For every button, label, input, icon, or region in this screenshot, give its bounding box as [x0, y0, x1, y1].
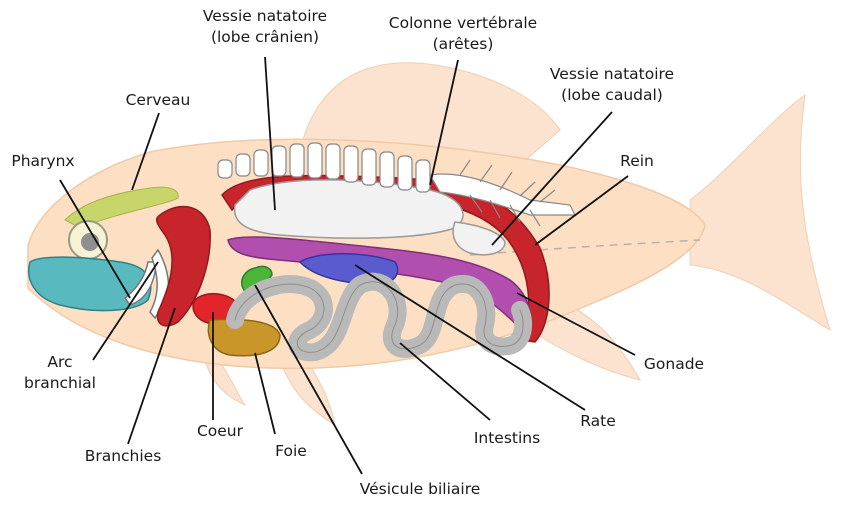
label-pharynx: Pharynx — [11, 152, 75, 170]
dorsal-fin — [299, 62, 561, 166]
label-gonade: Gonade — [643, 355, 705, 373]
liver — [207, 318, 281, 357]
label-intestins: Intestins — [473, 429, 541, 447]
label-coeur: Coeur — [196, 422, 244, 440]
label-vessie-natatoire-cranien: Vessie natatoire (lobe crânien) — [202, 7, 328, 46]
label-colonne-vertebrale: Colonne vertébrale (arêtes) — [388, 14, 538, 53]
vertebral-column — [217, 142, 576, 227]
leader-lines — [59, 56, 636, 475]
pectoral-fin — [204, 354, 247, 407]
label-vessie-natatoire-caudal: Vessie natatoire (lobe caudal) — [549, 65, 675, 104]
label-branchies: Branchies — [84, 447, 162, 465]
anal-fin — [529, 299, 642, 381]
label-arc-branchial: Arc branchial — [24, 353, 96, 392]
intestines-outline — [234, 281, 524, 353]
lateral-line — [469, 239, 701, 256]
label-foie: Foie — [275, 442, 307, 460]
swim-bladder-caudal — [452, 221, 506, 256]
label-rate: Rate — [580, 412, 616, 430]
label-vesicule-biliaire: Vésicule biliaire — [359, 480, 481, 498]
caudal-fin — [689, 93, 831, 332]
brain — [64, 186, 179, 229]
pharynx — [28, 256, 152, 312]
label-rein: Rein — [620, 152, 654, 170]
label-cerveau: Cerveau — [125, 91, 191, 109]
gills — [155, 205, 211, 327]
